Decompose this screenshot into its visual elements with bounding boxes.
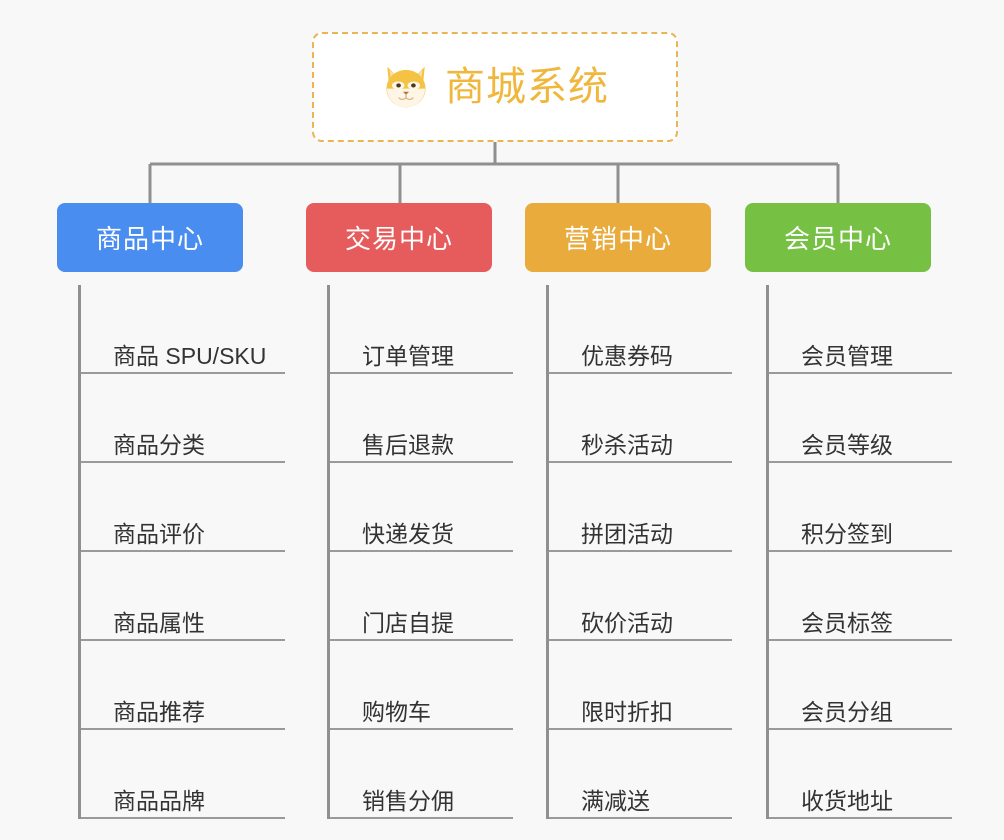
leaf-label: 快递发货 [362, 520, 454, 547]
branch-header-trade[interactable]: 交易中心 [306, 203, 492, 272]
leaf-label: 商品属性 [113, 609, 205, 636]
leaf-item[interactable]: 商品品牌 [81, 730, 285, 819]
branch-header-products[interactable]: 商品中心 [57, 203, 243, 272]
leaf-item[interactable]: 销售分佣 [330, 730, 513, 819]
leaf-item[interactable]: 会员标签 [769, 552, 952, 641]
branch-header-label: 交易中心 [344, 224, 453, 254]
leaf-label: 订单管理 [362, 342, 454, 369]
branch-products: 商品中心 商品 SPU/SKU 商品分类 商品评价 商品属性 商品推荐 商品品牌 [57, 203, 289, 819]
leaf-label: 商品评价 [113, 520, 205, 547]
leaf-label: 商品 SPU/SKU [113, 342, 267, 369]
leaf-item[interactable]: 积分签到 [769, 463, 952, 552]
leaf-item[interactable]: 砍价活动 [549, 552, 732, 641]
leaf-label: 商品推荐 [113, 698, 205, 725]
branch-marketing: 营销中心 优惠券码 秒杀活动 拼团活动 砍价活动 限时折扣 满减送 [525, 203, 737, 819]
leaf-item[interactable]: 售后退款 [330, 374, 513, 463]
leaf-item[interactable]: 限时折扣 [549, 641, 732, 730]
leaf-item[interactable]: 会员等级 [769, 374, 952, 463]
leaf-item[interactable]: 商品推荐 [81, 641, 285, 730]
leaf-label: 销售分佣 [362, 787, 454, 814]
leaf-item[interactable]: 商品 SPU/SKU [81, 285, 285, 374]
branch-header-marketing[interactable]: 营销中心 [525, 203, 711, 272]
branch-header-label: 商品中心 [95, 224, 204, 254]
leaf-item[interactable]: 商品分类 [81, 374, 285, 463]
leaf-label: 购物车 [362, 698, 431, 725]
leaf-label: 收货地址 [801, 787, 893, 814]
branch-member: 会员中心 会员管理 会员等级 积分签到 会员标签 会员分组 收货地址 [745, 203, 957, 819]
leaf-label: 限时折扣 [581, 698, 673, 725]
leaf-item[interactable]: 会员分组 [769, 641, 952, 730]
leaf-label: 砍价活动 [581, 609, 673, 636]
leaf-item[interactable]: 商品属性 [81, 552, 285, 641]
leaf-item[interactable]: 门店自提 [330, 552, 513, 641]
branch-header-label: 会员中心 [783, 224, 892, 254]
leaf-item[interactable]: 收货地址 [769, 730, 952, 819]
leaf-label: 拼团活动 [581, 520, 673, 547]
leaf-item[interactable]: 商品评价 [81, 463, 285, 552]
leaf-item[interactable]: 秒杀活动 [549, 374, 732, 463]
leaf-label: 秒杀活动 [581, 431, 673, 458]
leaf-label: 商品分类 [113, 431, 205, 458]
branch-header-member[interactable]: 会员中心 [745, 203, 931, 272]
leaf-item[interactable]: 拼团活动 [549, 463, 732, 552]
leaf-label: 会员等级 [801, 431, 893, 458]
leaf-item[interactable]: 购物车 [330, 641, 513, 730]
leaf-item[interactable]: 会员管理 [769, 285, 952, 374]
leaf-list-products: 商品 SPU/SKU 商品分类 商品评价 商品属性 商品推荐 商品品牌 [78, 285, 289, 819]
root-node-mall-system[interactable]: 商城系统 [312, 32, 678, 142]
leaf-item[interactable]: 订单管理 [330, 285, 513, 374]
leaf-label: 满减送 [581, 787, 650, 814]
branch-header-label: 营销中心 [563, 224, 672, 254]
leaf-item[interactable]: 快递发货 [330, 463, 513, 552]
leaf-label: 优惠券码 [581, 342, 673, 369]
leaf-label: 会员标签 [801, 609, 893, 636]
branch-trade: 交易中心 订单管理 售后退款 快递发货 门店自提 购物车 销售分佣 [306, 203, 518, 819]
leaf-list-marketing: 优惠券码 秒杀活动 拼团活动 砍价活动 限时折扣 满减送 [546, 285, 737, 819]
leaf-label: 会员分组 [801, 698, 893, 725]
leaf-item[interactable]: 满减送 [549, 730, 732, 819]
leaf-item[interactable]: 优惠券码 [549, 285, 732, 374]
leaf-label: 商品品牌 [113, 787, 205, 814]
leaf-list-trade: 订单管理 售后退款 快递发货 门店自提 购物车 销售分佣 [327, 285, 518, 819]
root-title: 商城系统 [445, 65, 609, 109]
leaf-list-member: 会员管理 会员等级 积分签到 会员标签 会员分组 收货地址 [766, 285, 957, 819]
leaf-label: 门店自提 [362, 609, 454, 636]
leaf-label: 售后退款 [362, 431, 454, 458]
leaf-label: 会员管理 [801, 342, 893, 369]
shiba-dog-icon [386, 66, 426, 108]
leaf-label: 积分签到 [801, 520, 893, 547]
